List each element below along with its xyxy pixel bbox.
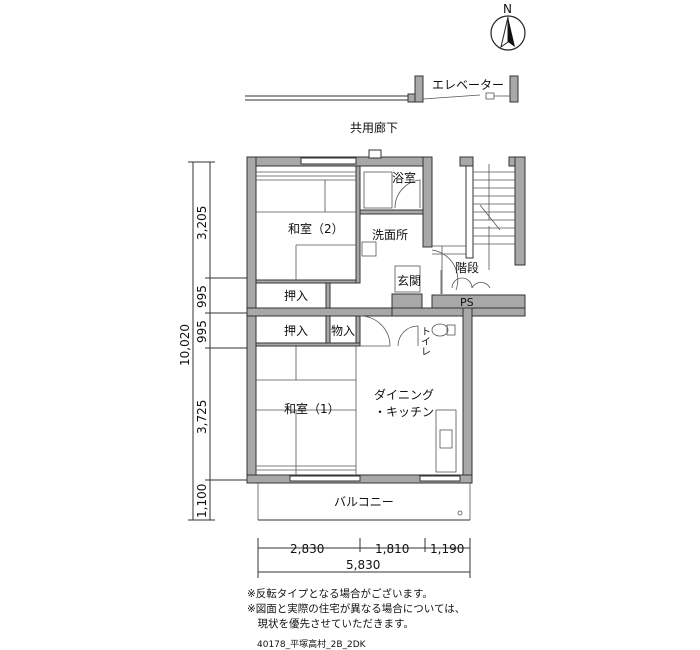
dining-kitchen-label-2: ・キッチン	[374, 405, 434, 419]
dim-v-3: 995	[195, 320, 209, 343]
staircase	[432, 164, 515, 294]
storage-label: 物入	[331, 324, 355, 338]
washroom-label: 洗面所	[372, 228, 408, 242]
north-compass-icon: N	[490, 2, 526, 51]
corridor-label: 共用廊下	[350, 120, 398, 135]
elevator: エレベーター	[245, 75, 519, 103]
balcony-label: バルコニー	[334, 495, 394, 509]
horizontal-dimensions: 2,830 1,810 1,190 5,830	[257, 538, 471, 578]
bath-label: 浴室	[392, 170, 416, 185]
japanese-room-1-label: 和室（1）	[284, 401, 340, 416]
dim-h-2: 1,810	[375, 542, 409, 556]
compass-north-label: N	[503, 2, 512, 16]
elevator-label: エレベーター	[432, 78, 504, 92]
balcony: バルコニー	[257, 483, 471, 521]
closet-lower-label: 押入	[284, 324, 308, 338]
dim-h-total: 5,830	[346, 558, 380, 572]
note-3: 現状を優先させていただきます。	[247, 618, 414, 630]
dim-v-total: 10,020	[178, 324, 192, 366]
closet-upper-label: 押入	[284, 289, 308, 303]
dim-v-2: 995	[195, 285, 209, 308]
dim-v-5: 1,100	[195, 484, 209, 518]
entrance-box	[394, 265, 421, 293]
dining-kitchen-label-1: ダイニング	[374, 387, 434, 402]
japanese-room-2-label: 和室（2）	[288, 221, 344, 236]
fixtures	[359, 171, 491, 473]
ps-label: PS	[460, 296, 474, 309]
stairs-label: 階段	[455, 260, 479, 275]
plan-id: 40178_平塚高村_2B_2DK	[257, 640, 366, 650]
entrance-label: 玄関	[397, 273, 421, 288]
dim-v-4: 3,725	[195, 400, 209, 434]
vertical-dimensions: 3,205 995 995 3,725 1,100 10,020	[178, 161, 247, 521]
dim-h-1: 2,830	[290, 542, 324, 556]
dim-v-1: 3,205	[195, 206, 209, 240]
tatami-lines	[256, 171, 357, 475]
walls	[246, 149, 526, 484]
note-2: ※図面と実際の住宅が異なる場合については、	[247, 603, 466, 615]
notes: ※反転タイプとなる場合がございます。 ※図面と実際の住宅が異なる場合については、…	[247, 587, 465, 632]
toilet-label: トイレ	[419, 326, 431, 356]
note-1: ※反転タイプとなる場合がございます。	[247, 588, 433, 600]
dim-h-3: 1,190	[430, 542, 464, 556]
